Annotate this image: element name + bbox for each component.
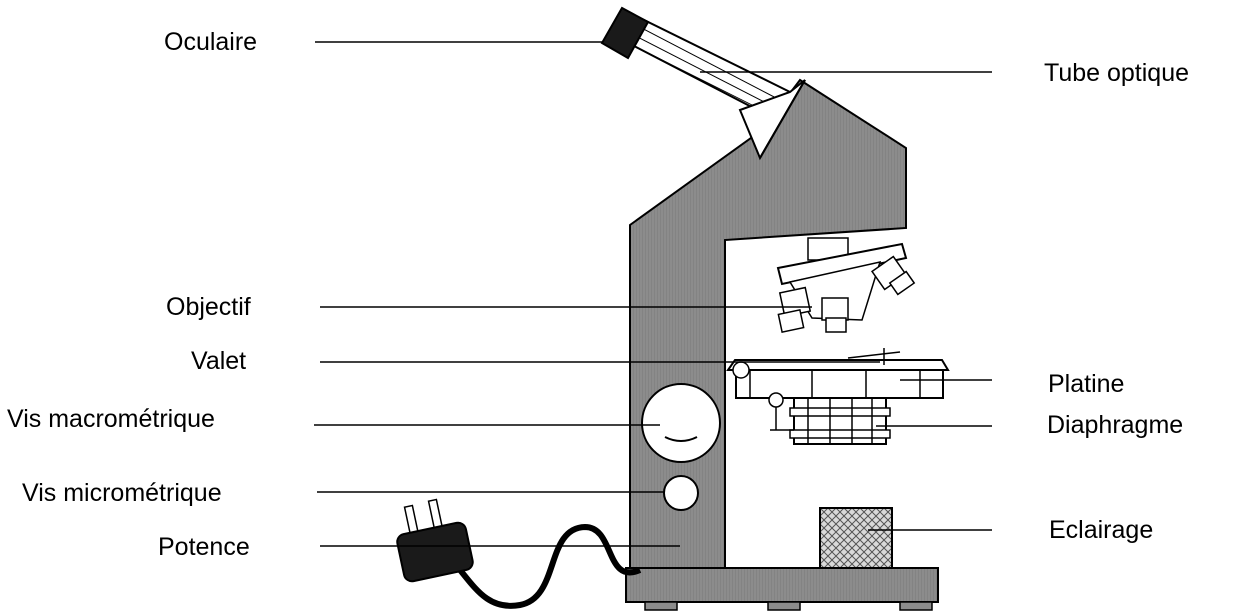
nosepiece <box>776 237 908 321</box>
fine-focus-knob <box>663 475 699 511</box>
label-diaphragme: Diaphragme <box>1047 411 1184 439</box>
illuminator <box>819 507 893 569</box>
label-vis-micrometrique: Vis micrométrique <box>22 479 222 507</box>
label-valet: Valet <box>191 347 247 375</box>
power-cord <box>437 523 642 609</box>
label-tube-optique: Tube optique <box>1044 59 1190 87</box>
label-eclairage: Eclairage <box>1049 516 1154 544</box>
stage <box>726 348 950 399</box>
label-oculaire: Oculaire <box>164 28 258 56</box>
label-platine: Platine <box>1048 370 1125 398</box>
power-plug <box>396 498 474 583</box>
coarse-focus-knob <box>641 383 721 463</box>
eyepiece <box>600 6 650 60</box>
diaphragm <box>768 392 891 445</box>
objective-lenses <box>777 255 916 333</box>
microscope-base <box>625 567 939 611</box>
label-vis-macrometrique: Vis macrométrique <box>7 405 215 433</box>
label-objectif: Objectif <box>166 293 251 321</box>
label-potence: Potence <box>158 533 250 561</box>
